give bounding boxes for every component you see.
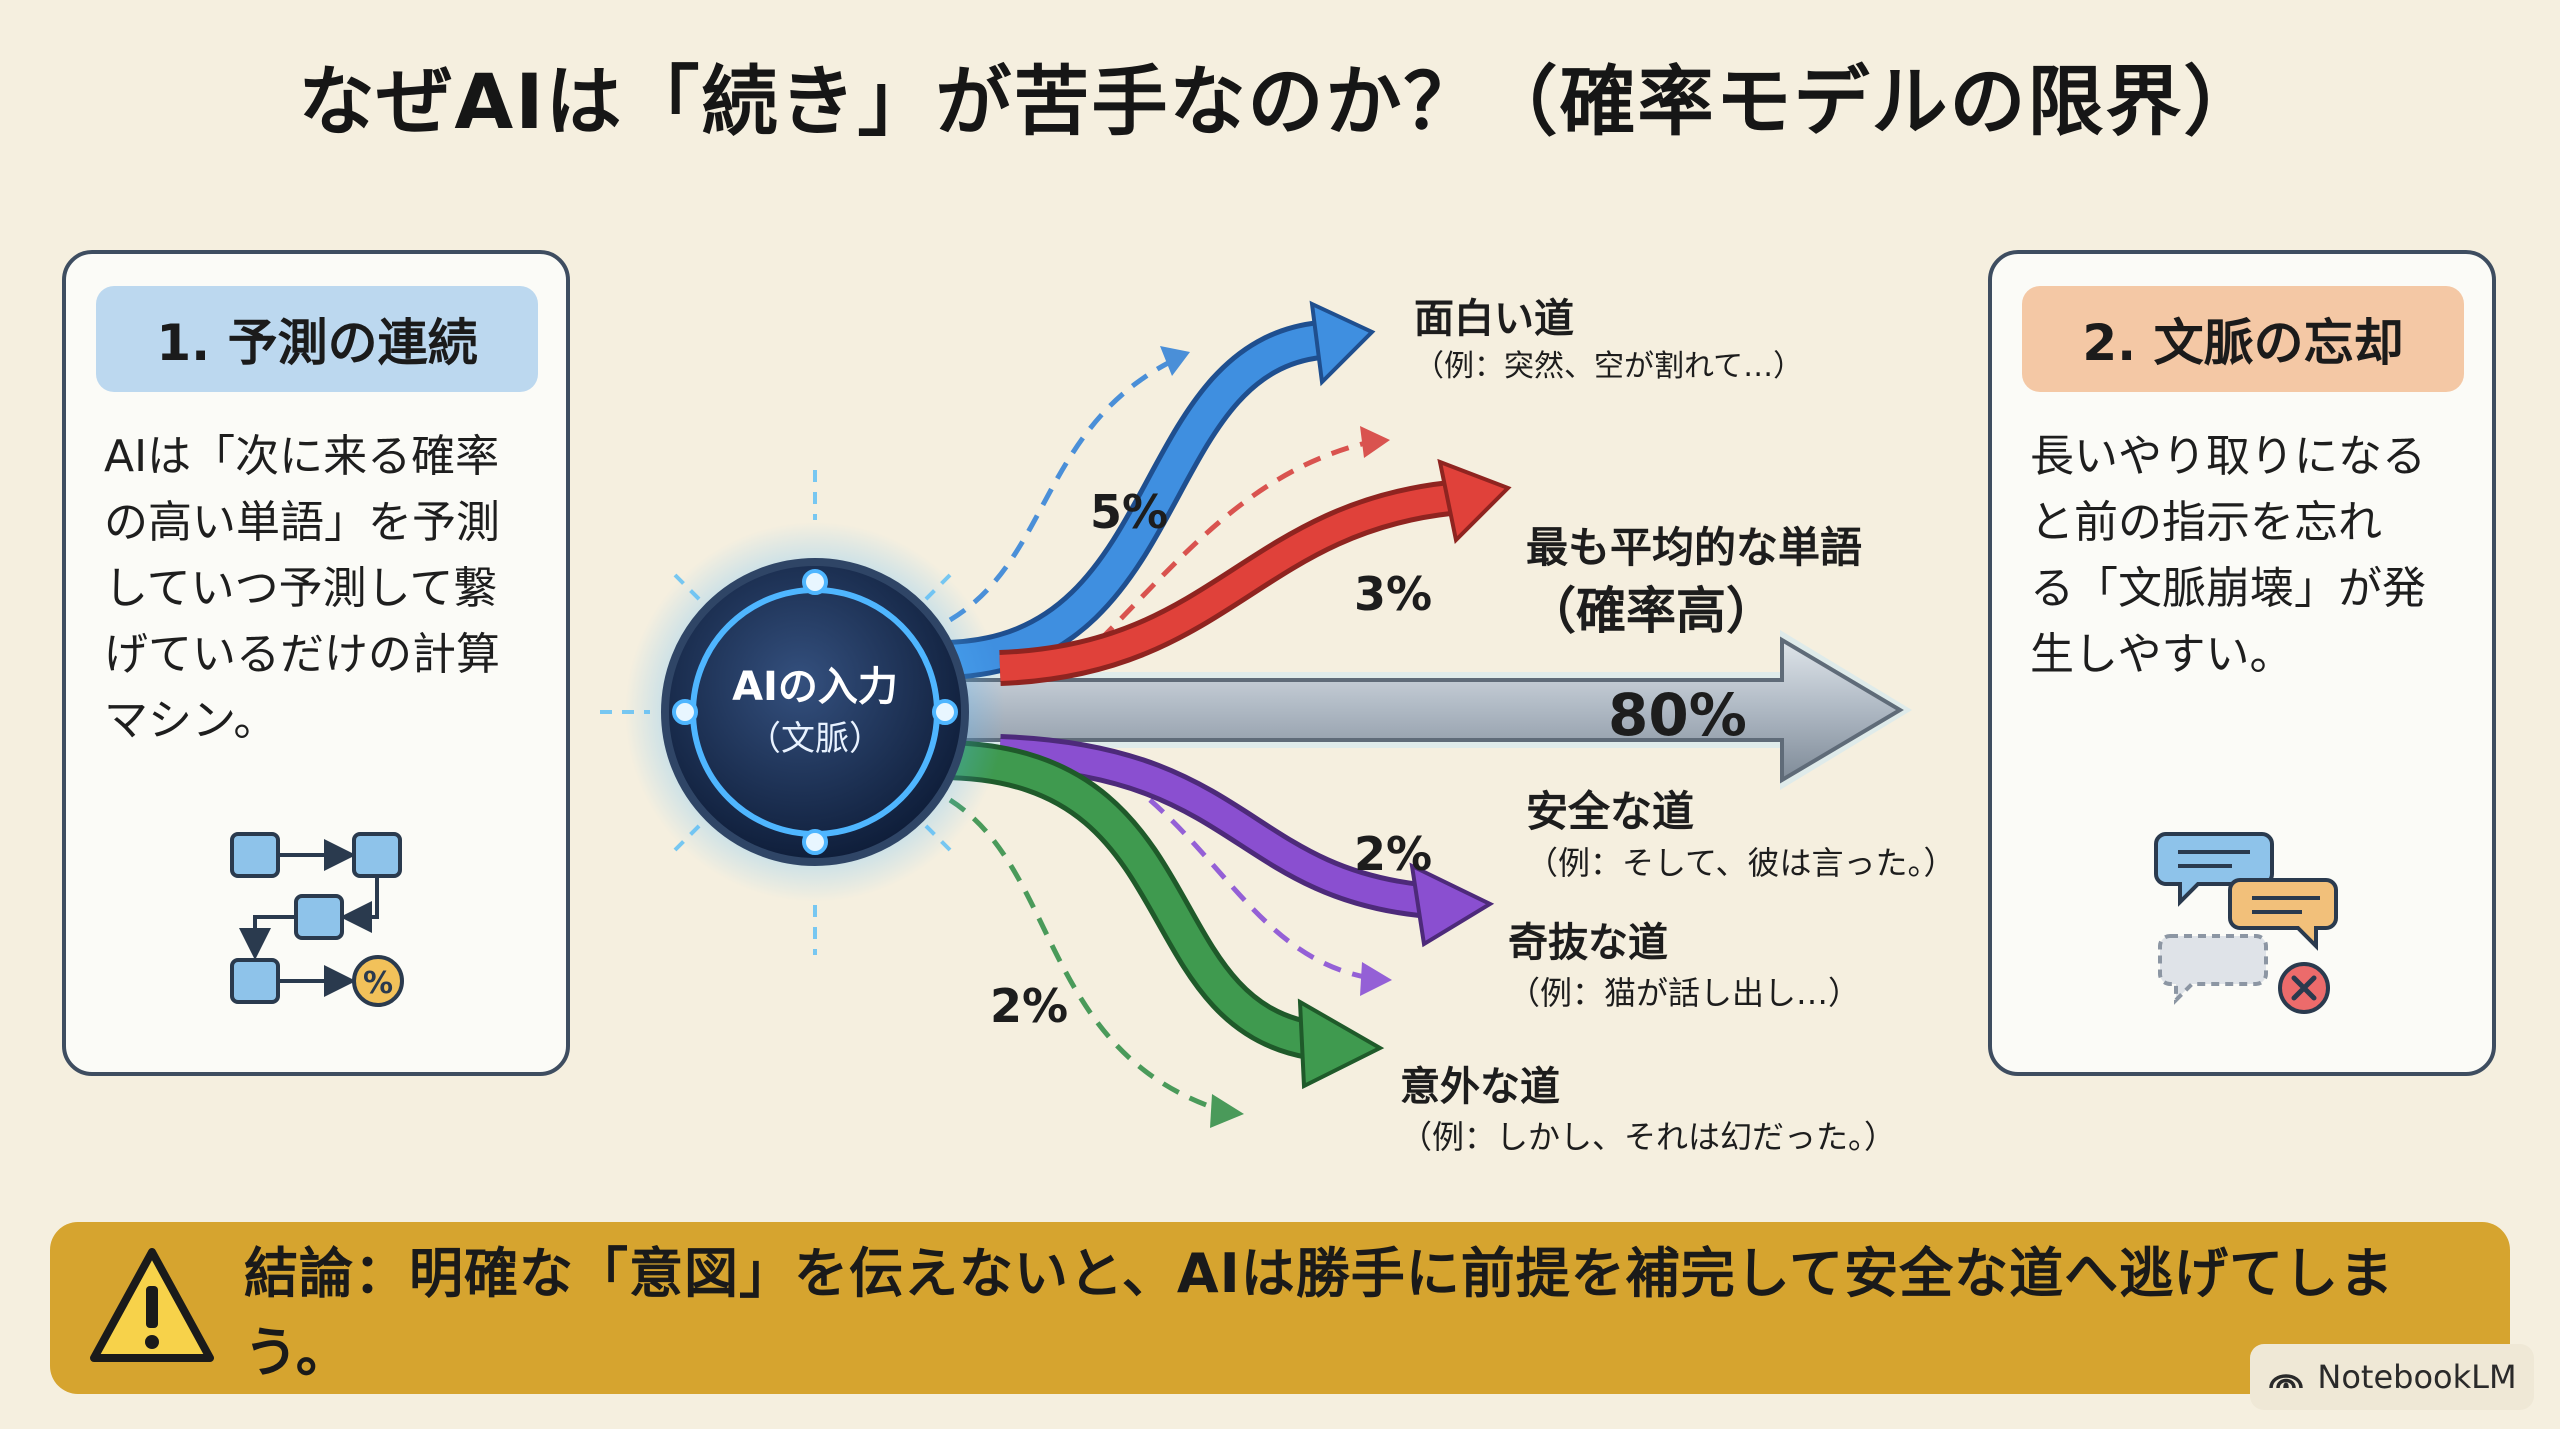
badge-label: NotebookLM: [2317, 1358, 2517, 1396]
panel-context-loss: 2. 文脈の忘却 長いやり取りになる と前の指示を忘れ る「文脈崩壊」が発 生し…: [1988, 250, 2496, 1076]
pct-red: 3%: [1354, 567, 1432, 621]
percent-symbol: %: [363, 966, 393, 1001]
panel-heading-context-loss: 2. 文脈の忘却: [2022, 286, 2464, 392]
text-line: 長いやり取りになる: [2030, 431, 2426, 482]
path-title-bizarre: 奇抜な道: [1508, 920, 1668, 966]
conclusion-banner: 結論：明確な「意図」を伝えないと、AIは勝手に前提を補完して安全な道へ逃げてしま…: [50, 1222, 2510, 1394]
notebooklm-logo-icon: [2269, 1374, 2304, 1389]
notebooklm-badge[interactable]: NotebookLM: [2250, 1344, 2534, 1410]
pct-unexpected: 2%: [990, 979, 1068, 1033]
text-line: していつ予測して繋: [104, 563, 498, 614]
text-line: げているだけの計算: [104, 629, 500, 680]
path-title-unexpected: 意外な道: [1400, 1064, 1560, 1110]
interesting-branch-arrow: [939, 300, 1376, 680]
safe-branch-arrow: [999, 734, 1495, 948]
hub-label: AIの入力: [732, 664, 898, 710]
path-example-unexpected: （例：しかし、それは幻だった。）: [1400, 1118, 1896, 1156]
flowchart-probability-icon: %: [230, 832, 404, 1007]
text-line: の高い単語」を予測: [104, 497, 500, 548]
dashed-arrowhead-purple: [1360, 962, 1392, 996]
dashed-branch-green: [948, 797, 1221, 1113]
path-example-safe: （例：そして、彼は言った。）: [1526, 844, 1955, 882]
path-example-interesting: （例：突然、空が割れて…）: [1414, 349, 1803, 384]
path-title-average: 最も平均的な単語: [1526, 523, 1862, 572]
text-line: 生しやすい。: [2030, 629, 2294, 680]
unexpected-branch-arrow: [939, 740, 1385, 1090]
text-line: AIは「次に来る確率: [104, 431, 500, 482]
dashed-branch-red: [1098, 439, 1371, 642]
pct-safe: 2%: [1354, 827, 1432, 881]
dashed-branch-purple: [1148, 798, 1371, 981]
dashed-branch-blue: [948, 359, 1172, 623]
dashed-arrowhead-green: [1210, 1094, 1244, 1128]
warning-triangle-icon: [90, 1248, 214, 1362]
chat-bubbles-error-icon: [2154, 832, 2338, 1014]
panel-heading-prediction: 1. 予測の連続: [96, 286, 538, 392]
path-example-bizarre: （例：猫が話し出し…）: [1508, 974, 1860, 1012]
conclusion-text: 結論：明確な「意図」を伝えないと、AIは勝手に前提を補完して安全な道へ逃げてしま…: [244, 1242, 2395, 1384]
pct-interesting: 5%: [1090, 485, 1168, 539]
path-title-interesting: 面白い道: [1414, 296, 1574, 342]
panel-text-context-loss: 長いやり取りになる と前の指示を忘れ る「文脈崩壊」が発 生しやすい。: [2030, 424, 2470, 688]
text-line: と前の指示を忘れ: [2030, 497, 2382, 548]
path-title-safe: 安全な道: [1526, 787, 1694, 836]
page-title: なぜAIは「続き」が苦手なのか？（確率モデルの限界）: [298, 57, 2262, 146]
hub-sublabel: （文脈）: [747, 719, 883, 759]
dashed-arrowhead-red: [1360, 426, 1390, 458]
input-hub: AIの入力 （文脈）: [600, 470, 1005, 955]
pct-average: 80%: [1608, 681, 1747, 749]
red-branch-arrow: [999, 458, 1512, 686]
panel-text-prediction: AIは「次に来る確率 の高い単語」を予測 していつ予測して繋 げているだけの計算…: [104, 424, 544, 754]
path-subtitle-average: （確率高）: [1526, 582, 1776, 640]
text-line: マシン。: [104, 695, 278, 746]
dashed-arrowhead-blue: [1160, 346, 1190, 376]
text-line: る「文脈崩壊」が発: [2030, 563, 2426, 614]
panel-prediction: 1. 予測の連続 AIは「次に来る確率 の高い単語」を予測 していつ予測して繋 …: [62, 250, 570, 1076]
